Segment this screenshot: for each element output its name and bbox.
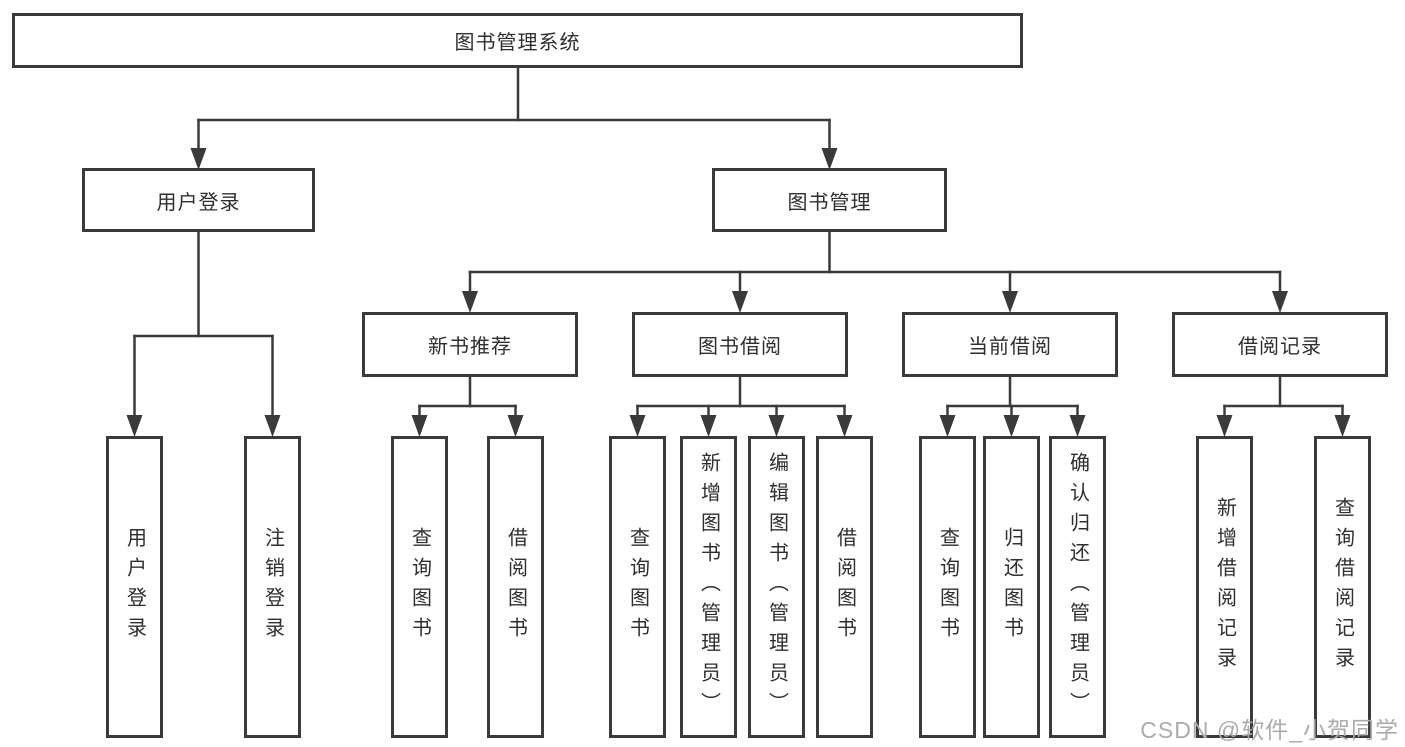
node-leaf-edit-book-admin-label: 编辑图书（管理员） — [765, 452, 788, 722]
node-root-label: 图书管理系统 — [454, 32, 581, 54]
node-leaf-add-book-admin: 新增图书（管理员） — [680, 436, 737, 738]
node-current-borrow-label: 当前借阅 — [968, 336, 1052, 358]
node-book-borrow-label: 图书借阅 — [698, 336, 782, 358]
node-leaf-confirm-return-admin-label: 确认归还（管理员） — [1066, 452, 1089, 722]
connectors-bookmgmt-to-level3 — [462, 230, 1288, 313]
node-leaf-add-book-admin-label: 新增图书（管理员） — [697, 452, 720, 722]
node-leaf-current-query-books: 查询图书 — [919, 436, 976, 738]
node-leaf-return-book: 归还图书 — [983, 436, 1040, 738]
node-leaf-recommend-query-books-label: 查询图书 — [408, 527, 431, 647]
node-user-login-module: 用户登录 — [82, 168, 315, 232]
node-leaf-confirm-return-admin: 确认归还（管理员） — [1049, 436, 1106, 738]
node-leaf-edit-book-admin: 编辑图书（管理员） — [748, 436, 805, 738]
node-leaf-add-borrow-record-label: 新增借阅记录 — [1213, 497, 1236, 677]
node-borrow-record: 借阅记录 — [1172, 312, 1388, 377]
node-new-book-recommend-label: 新书推荐 — [428, 336, 512, 358]
node-leaf-borrow-query-books: 查询图书 — [609, 436, 666, 738]
node-leaf-borrow-borrow-books: 借阅图书 — [816, 436, 873, 738]
node-leaf-recommend-query-books: 查询图书 — [391, 436, 448, 738]
node-leaf-add-borrow-record: 新增借阅记录 — [1196, 436, 1253, 738]
node-user-login-label: 用户登录 — [156, 191, 241, 214]
connectors-level3-to-leaves — [411, 375, 1351, 437]
node-leaf-return-book-label: 归还图书 — [1000, 527, 1023, 647]
node-leaf-current-query-books-label: 查询图书 — [936, 527, 959, 647]
watermark: CSDN @软件_小贺同学 — [1140, 717, 1399, 743]
connectors-root-to-level2 — [190, 66, 838, 170]
node-leaf-user-login-label: 用户登录 — [123, 527, 146, 647]
node-root-system: 图书管理系统 — [12, 13, 1023, 68]
connectors-userlogin-to-leaves — [126, 230, 281, 437]
node-book-borrow: 图书借阅 — [632, 312, 848, 377]
node-borrow-record-label: 借阅记录 — [1238, 336, 1322, 358]
node-leaf-logout: 注销登录 — [244, 436, 301, 738]
node-book-management-module: 图书管理 — [712, 168, 947, 232]
node-leaf-recommend-borrow-books-label: 借阅图书 — [504, 527, 527, 647]
node-new-book-recommend: 新书推荐 — [362, 312, 578, 377]
node-leaf-query-borrow-record-label: 查询借阅记录 — [1331, 497, 1354, 677]
node-leaf-recommend-borrow-books: 借阅图书 — [487, 436, 544, 738]
node-current-borrow: 当前借阅 — [902, 312, 1118, 377]
node-book-management-label: 图书管理 — [787, 191, 872, 214]
node-leaf-borrow-query-books-label: 查询图书 — [626, 527, 649, 647]
node-leaf-logout-label: 注销登录 — [261, 527, 284, 647]
node-leaf-borrow-borrow-books-label: 借阅图书 — [833, 527, 856, 647]
node-leaf-query-borrow-record: 查询借阅记录 — [1314, 436, 1371, 738]
node-leaf-user-login: 用户登录 — [106, 436, 163, 738]
